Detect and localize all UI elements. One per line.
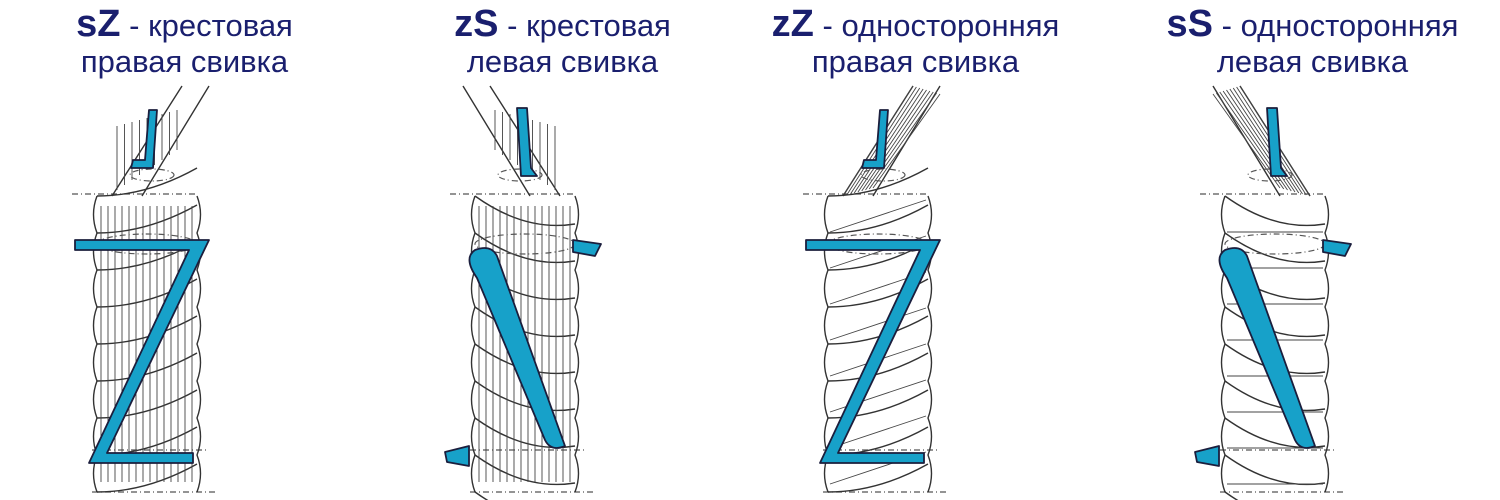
rope-diagram-sz [0, 0, 372, 500]
helix-line [475, 492, 575, 500]
wire-line [862, 91, 930, 191]
rope-diagram-zs [375, 0, 750, 500]
helix-line [97, 168, 197, 196]
panel-ss: sS - односторонняя левая свивка [1125, 0, 1500, 500]
helix-line [828, 205, 928, 233]
helix-line [1225, 492, 1325, 500]
helix-line [1225, 455, 1325, 484]
highlighted-wire [517, 108, 537, 176]
rope-left-contour [472, 196, 476, 492]
highlighted-strand [1219, 248, 1315, 448]
strand-end-bottom [445, 446, 469, 466]
helix-line [1225, 196, 1325, 225]
rope-diagram-ss [1125, 0, 1500, 500]
highlighted-strand [469, 248, 565, 448]
panel-zs: zS - крестовая левая свивка [375, 0, 750, 500]
highlighted-wire [862, 110, 888, 168]
helix-line [97, 205, 197, 233]
panel-sz: sZ - крестовая правая свивка [0, 0, 372, 500]
rope-left-contour [1222, 196, 1226, 492]
strand-end-bottom [1195, 446, 1219, 466]
highlighted-wire [131, 110, 157, 168]
helix-line [475, 455, 575, 484]
helix-line [475, 196, 575, 225]
helix-line [97, 464, 197, 492]
strand-end-top [573, 240, 601, 256]
wire-line [854, 89, 923, 193]
wire-line [830, 200, 926, 232]
wire-line [858, 90, 927, 192]
rope-diagram-zz [728, 0, 1103, 500]
wire-line [830, 380, 926, 412]
strand-outline [463, 86, 560, 196]
strand-outline [112, 86, 209, 196]
wire-line [1233, 88, 1302, 194]
wire-line [1230, 89, 1299, 193]
panel-zz: zZ - односторонняя правая свивка [728, 0, 1103, 500]
strand-end-top [1323, 240, 1351, 256]
